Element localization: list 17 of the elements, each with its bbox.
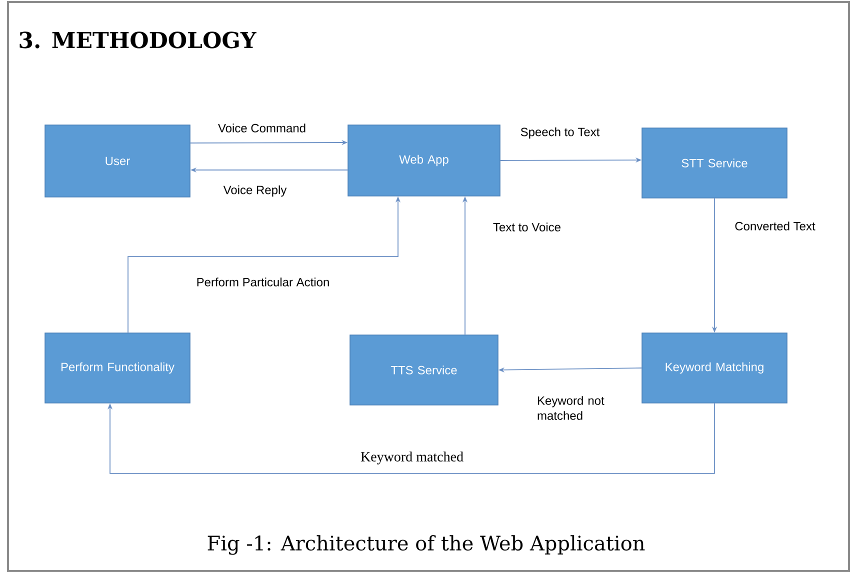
process-box: Web App bbox=[348, 124, 500, 196]
edge-label: Voice Command bbox=[217, 122, 308, 134]
process-box: User bbox=[44, 124, 190, 198]
section-heading: 3. METHODOLOGY bbox=[20, 32, 256, 48]
process-box: TTS Service bbox=[350, 334, 498, 406]
edge-label: Voice Reply bbox=[222, 184, 288, 198]
edge-label: Speech to Text bbox=[519, 126, 601, 140]
edge-label: Keyword matched bbox=[360, 450, 465, 466]
edge-label: Text to Voice bbox=[492, 222, 562, 232]
process-box: Keyword Matching bbox=[642, 332, 788, 404]
edge-label: Perform Particular Action bbox=[195, 276, 331, 288]
process-box: Perform Functionality bbox=[44, 332, 190, 404]
edge-label: Keyword not matched bbox=[536, 395, 608, 421]
arrow bbox=[107, 402, 715, 474]
edge-label: Converted Text bbox=[734, 220, 816, 232]
figure-caption: Fig -1: Architecture of the Web Application bbox=[208, 535, 645, 555]
process-box: STT Service bbox=[642, 128, 788, 198]
